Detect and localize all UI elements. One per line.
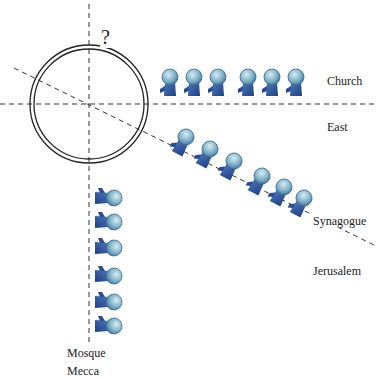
inner-circle xyxy=(34,49,144,159)
mosque-label: Mosque xyxy=(66,346,107,360)
synagogue-worshippers xyxy=(168,125,315,218)
mosque-worshippers xyxy=(95,188,122,334)
church-label: Church xyxy=(326,74,363,88)
direction-lines xyxy=(0,4,376,350)
east-label: East xyxy=(326,120,349,134)
question-mark: ? xyxy=(100,26,111,48)
jerusalem-label: Jerusalem xyxy=(312,264,362,278)
mecca-label: Mecca xyxy=(66,364,100,378)
church-worshippers xyxy=(160,69,304,96)
synagogue-label: Synagogue xyxy=(312,214,367,228)
outer-circle xyxy=(30,45,148,163)
